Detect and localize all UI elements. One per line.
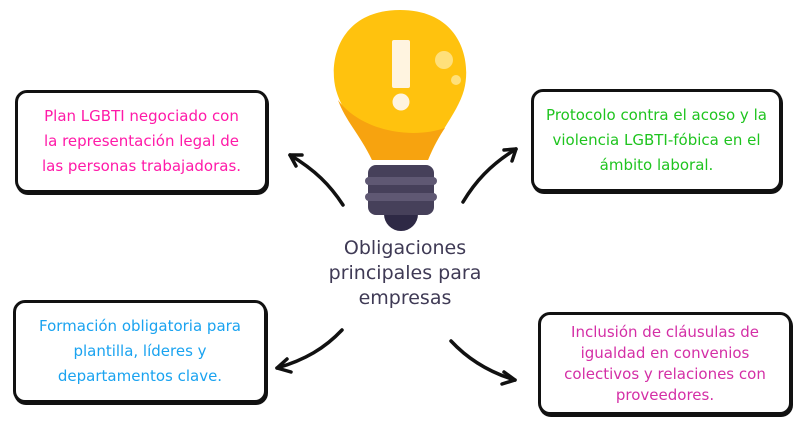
box-text-line: igualdad en convenios bbox=[580, 343, 750, 362]
exclamation-bar bbox=[392, 40, 410, 88]
box-text-line: departamentos clave. bbox=[57, 367, 223, 385]
box-text-line: ámbito laboral. bbox=[599, 156, 714, 174]
center-title-line-1: Obligaciones bbox=[343, 237, 467, 259]
center-title-line-3: empresas bbox=[358, 287, 452, 309]
arrow-top-left bbox=[288, 153, 345, 207]
box-text-line: plantilla, líderes y bbox=[73, 342, 207, 360]
arrow-bottom-left bbox=[275, 328, 344, 374]
obligation-box-formacion: Formación obligatoria para plantilla, lí… bbox=[13, 300, 267, 403]
box-text-line: proveedores. bbox=[615, 385, 715, 404]
center-title-line-2: principales para bbox=[328, 262, 482, 284]
arrow-top-right bbox=[461, 147, 518, 204]
box-text-line: las personas trabajadoras. bbox=[41, 157, 242, 175]
center-title: Obligaciones principales para empresas bbox=[300, 236, 510, 311]
box-text-line: violencia LGBTI-fóbica en el bbox=[552, 131, 761, 149]
box-text-line: colectivos y relaciones con bbox=[564, 364, 766, 383]
box-text-line: Protocolo contra el acoso y la bbox=[546, 106, 767, 124]
obligation-box-plan-lgbti: Plan LGBTI negociado con la representaci… bbox=[15, 90, 268, 193]
obligation-box-protocolo-acoso: Protocolo contra el acoso y la violencia… bbox=[531, 89, 782, 192]
arrow-bottom-right bbox=[449, 339, 517, 386]
box-text-line: la representación legal de bbox=[43, 132, 240, 150]
box-text-line: Plan LGBTI negociado con bbox=[44, 107, 239, 125]
lightbulb-icon bbox=[333, 10, 467, 231]
box-text-line: Formación obligatoria para bbox=[38, 317, 242, 335]
exclamation-dot bbox=[392, 93, 410, 111]
box-text-line: Inclusión de cláusulas de bbox=[571, 322, 759, 341]
obligation-box-clausulas-igualdad: Inclusión de cláusulas de igualdad en co… bbox=[538, 312, 792, 415]
